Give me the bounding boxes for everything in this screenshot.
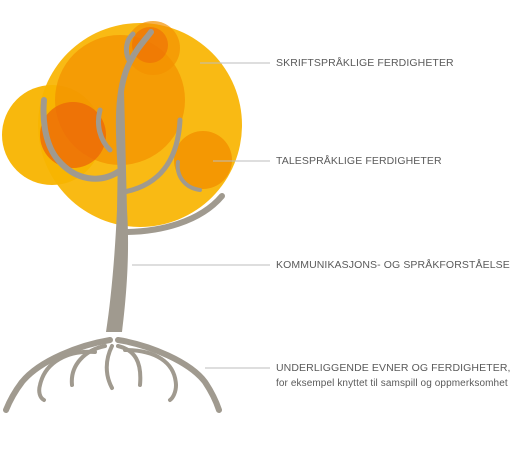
root-inner-center [104,344,114,390]
root-inner-left-1 [69,344,107,387]
label-communication-comprehension: KOMMUNIKASJONS- OG SPRÅKFORSTÅELSE [276,259,510,271]
foliage-left-dark-orange-circle [40,102,106,168]
label-underlying-abilities: UNDERLIGGENDE EVNER OG FERDIGHETER, [276,362,511,374]
root-inner-right-2 [123,348,178,402]
root-inner-left-2 [37,349,97,402]
branch-top-left-hook [123,31,136,65]
foliage-top-dark-spot [132,27,168,63]
label-written-language-skills: SKRIFTSPRÅKLIGE FERDIGHETER [276,57,454,69]
root-outer-right [115,337,222,413]
branch-right-upper [121,117,183,195]
branch-left [40,97,124,182]
branch-left-inner [95,107,113,153]
root-inner-right-1 [116,344,143,387]
root-outer-left [3,337,113,413]
tree-trunk-group [3,29,225,413]
foliage-right-orange-circle [174,131,232,189]
connector-lines [132,62,270,369]
label-underlying-abilities-subtitle: for eksempel knyttet til samspill og opp… [276,378,508,389]
branch-right-curl [175,160,202,192]
branch-top-curl [115,29,154,178]
label-spoken-language-skills: TALESPRÅKLIGE FERDIGHETER [276,155,442,167]
branch-right [121,193,225,235]
